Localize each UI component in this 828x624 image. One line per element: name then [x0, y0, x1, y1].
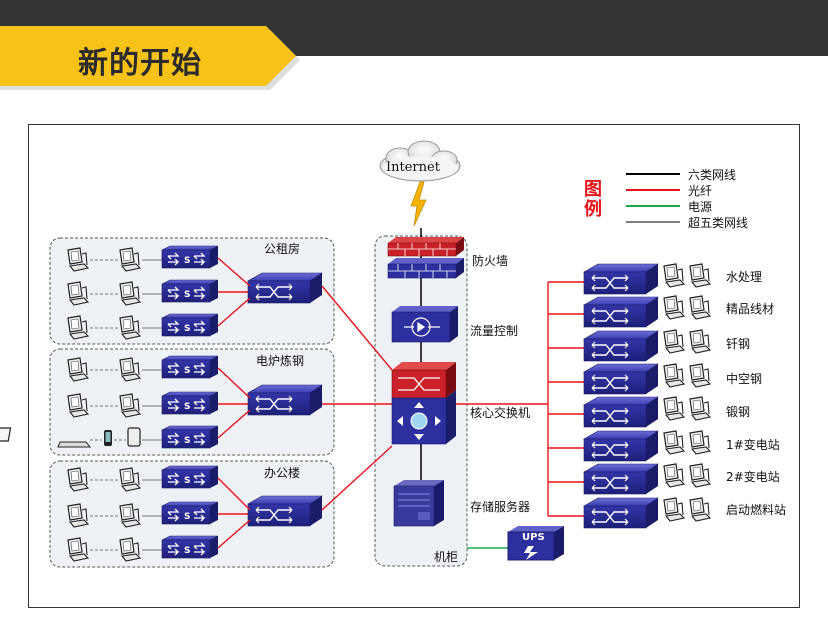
group-label-3: 办公楼 — [264, 466, 301, 480]
group-2-devices — [0, 355, 323, 449]
page-title: 新的开始 — [78, 46, 202, 81]
laptop-icon — [0, 427, 92, 448]
site-pcs — [663, 263, 711, 522]
pc-icon — [663, 295, 685, 320]
group-3-devices — [67, 465, 323, 562]
aggregation-switch-icon — [247, 272, 323, 304]
pc-icon — [663, 430, 685, 455]
aggregation-switch-icon — [247, 495, 323, 527]
legend-label-cat5e: 超五类网线 — [688, 216, 749, 230]
access-switch-icon — [161, 425, 219, 449]
legend-title: 图例 — [584, 179, 602, 220]
group-1-devices — [67, 245, 323, 340]
core-switch-label: 核心交换机 — [470, 406, 531, 420]
firewall-icon — [387, 237, 464, 279]
pc-icon — [689, 363, 711, 388]
storage-server-icon — [393, 480, 444, 527]
site-switch-icon — [583, 463, 659, 495]
ups-label: UPS — [522, 532, 545, 543]
site-switch-icon — [583, 497, 659, 529]
phone-icon — [104, 430, 112, 446]
firewall-label: 防火墙 — [472, 254, 509, 268]
pc-icon — [663, 363, 685, 388]
storage-server-label: 存储服务器 — [470, 500, 531, 514]
access-switch-icon — [161, 245, 219, 269]
access-switch-icon — [161, 465, 219, 489]
pc-icon — [689, 295, 711, 320]
tablet-icon — [127, 427, 141, 447]
site-label: 启动燃料站 — [726, 503, 787, 517]
title-banner — [0, 26, 300, 90]
pc-icon — [689, 263, 711, 288]
site-label: 1#变电站 — [726, 438, 780, 452]
site-label: 中空钢 — [726, 372, 763, 386]
site-switch-icon — [583, 296, 659, 328]
site-switch-icon — [583, 396, 659, 428]
site-switch-icon — [583, 330, 659, 362]
flow-control-label: 流量控制 — [470, 324, 519, 338]
flow-control-icon — [391, 306, 458, 343]
access-switch-icon — [161, 391, 219, 415]
access-switch-icon — [161, 535, 219, 559]
site-label: 精品线材 — [726, 302, 775, 316]
site-links — [548, 281, 584, 517]
group-label-2: 电炉炼钢 — [256, 354, 305, 368]
access-switch-icon — [161, 313, 219, 337]
access-switch-icon — [161, 279, 219, 303]
site-switch-icon — [583, 263, 659, 295]
lightning-icon — [410, 181, 427, 227]
pc-icon — [663, 463, 685, 488]
pc-icon — [663, 396, 685, 421]
internet-cloud-icon — [379, 140, 461, 182]
pc-icon — [663, 329, 685, 354]
core-switch-icon — [391, 362, 456, 445]
internet-label: Internet — [386, 160, 440, 175]
access-switch-icon — [161, 501, 219, 525]
cabinet-label: 机柜 — [434, 550, 459, 564]
group-label-1: 公租房 — [264, 242, 301, 256]
site-switch-icon — [583, 430, 659, 462]
site-label: 钎钢 — [726, 337, 751, 351]
pc-icon — [689, 430, 711, 455]
access-switch-icon — [161, 355, 219, 379]
site-label: 2#变电站 — [726, 470, 780, 484]
pc-icon — [689, 497, 711, 522]
pc-icon — [689, 463, 711, 488]
pc-icon — [663, 497, 685, 522]
legend-label-fiber: 光纤 — [688, 184, 713, 198]
site-switch-icon — [583, 363, 659, 395]
aggregation-switch-icon — [247, 384, 323, 416]
legend-label-cat6: 六类网线 — [688, 168, 737, 182]
pc-icon — [689, 396, 711, 421]
pc-icon — [689, 329, 711, 354]
ups-icon — [507, 526, 564, 561]
site-label: 锻钢 — [726, 405, 751, 419]
site-label: 水处理 — [726, 270, 763, 284]
pc-icon — [663, 263, 685, 288]
legend-label-power: 电源 — [688, 200, 713, 214]
